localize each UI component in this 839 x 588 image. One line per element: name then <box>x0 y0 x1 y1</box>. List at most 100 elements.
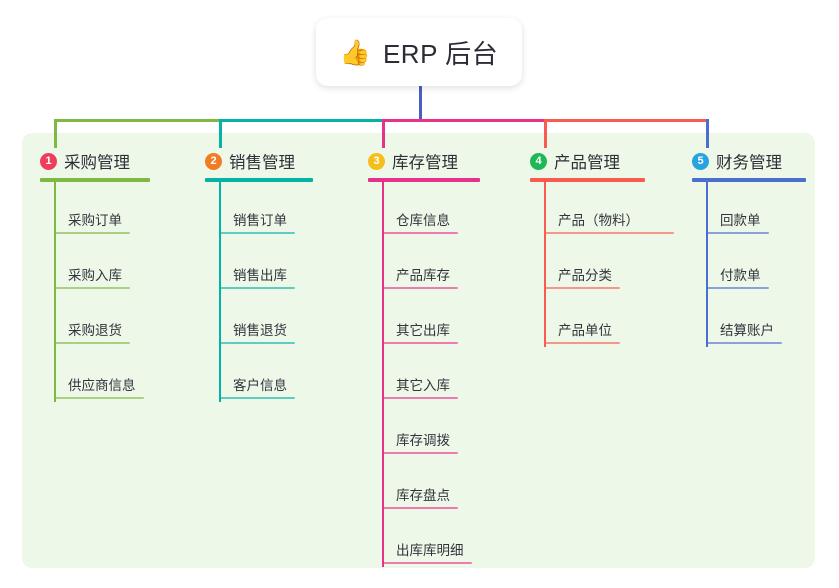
branch-title: 库存管理 <box>392 154 458 172</box>
branch-item-list: 销售订单销售出库销售退货客户信息 <box>205 181 373 402</box>
branch-column-2: 2 销售管理销售订单销售出库销售退货客户信息 <box>205 148 373 402</box>
list-item[interactable]: 其它出库 <box>368 292 540 347</box>
list-item-label: 产品库存 <box>396 267 450 283</box>
branch-number-badge: 2 <box>205 152 222 170</box>
branch-number-badge: 1 <box>40 152 57 170</box>
branch-underline <box>368 178 480 182</box>
connector-segment <box>544 119 709 122</box>
list-item-underline <box>54 286 130 289</box>
list-item[interactable]: 产品（物料） <box>530 182 705 237</box>
branch-title: 采购管理 <box>64 154 130 172</box>
branch-vertical-stem <box>54 181 56 402</box>
list-item[interactable]: 采购入库 <box>40 237 210 292</box>
list-item-underline <box>544 341 620 344</box>
branch-title: 财务管理 <box>716 154 782 172</box>
list-item-label: 库存调拨 <box>396 432 450 448</box>
branch-item-list: 回款单付款单结算账户 <box>692 181 839 347</box>
branches-panel <box>22 133 815 568</box>
list-item-underline <box>382 341 458 344</box>
list-item-underline <box>54 341 130 344</box>
list-item-underline <box>382 451 458 454</box>
list-item-label: 其它入库 <box>396 377 450 393</box>
list-item[interactable]: 结算账户 <box>692 292 839 347</box>
list-item[interactable]: 供应商信息 <box>40 347 210 402</box>
branch-vertical-stem <box>382 181 384 567</box>
list-item-underline <box>219 396 295 399</box>
list-item-label: 销售退货 <box>233 322 287 338</box>
list-item[interactable]: 产品库存 <box>368 237 540 292</box>
list-item[interactable]: 仓库信息 <box>368 182 540 237</box>
list-item[interactable]: 付款单 <box>692 237 839 292</box>
list-item[interactable]: 出库库明细 <box>368 512 540 567</box>
list-item[interactable]: 销售订单 <box>205 182 373 237</box>
branch-item-list: 采购订单采购入库采购退货供应商信息 <box>40 181 210 402</box>
branch-underline <box>530 178 645 182</box>
branch-vertical-stem <box>544 181 546 347</box>
thumbs-up-emoji: 👍 <box>339 37 371 67</box>
list-item[interactable]: 库存调拨 <box>368 402 540 457</box>
list-item-label: 采购退货 <box>68 322 122 338</box>
list-item-label: 其它出库 <box>396 322 450 338</box>
list-item-label: 仓库信息 <box>396 212 450 228</box>
list-item-underline <box>219 231 295 234</box>
branch-column-5: 5 财务管理回款单付款单结算账户 <box>692 148 839 347</box>
list-item[interactable]: 产品单位 <box>530 292 705 347</box>
root-node-title: ERP 后台 <box>382 38 499 69</box>
branch-column-1: 1 采购管理采购订单采购入库采购退货供应商信息 <box>40 148 210 402</box>
list-item-label: 销售订单 <box>233 212 287 228</box>
list-item-underline <box>544 286 620 289</box>
list-item-underline <box>219 341 295 344</box>
list-item[interactable]: 销售退货 <box>205 292 373 347</box>
branch-header-5[interactable]: 5 财务管理 <box>692 148 839 174</box>
list-item-label: 付款单 <box>720 267 761 283</box>
list-item[interactable]: 库存盘点 <box>368 457 540 512</box>
list-item-underline <box>382 396 458 399</box>
list-item-label: 产品单位 <box>558 322 612 338</box>
root-node[interactable]: 👍 ERP 后台 <box>316 18 522 86</box>
branch-underline <box>692 178 806 182</box>
list-item-label: 出库库明细 <box>396 542 464 558</box>
list-item[interactable]: 回款单 <box>692 182 839 237</box>
list-item-underline <box>382 286 458 289</box>
list-item-label: 结算账户 <box>720 322 774 338</box>
branch-header-2[interactable]: 2 销售管理 <box>205 148 373 174</box>
list-item[interactable]: 客户信息 <box>205 347 373 402</box>
branch-item-list: 仓库信息产品库存其它出库其它入库库存调拨库存盘点出库库明细 <box>368 181 540 567</box>
branch-vertical-stem <box>219 181 221 402</box>
list-item[interactable]: 采购退货 <box>40 292 210 347</box>
root-connector-stem <box>419 86 422 122</box>
branch-title: 销售管理 <box>229 154 295 172</box>
branch-drop-line <box>54 119 57 148</box>
branch-number-badge: 3 <box>368 152 385 170</box>
branch-header-1[interactable]: 1 采购管理 <box>40 148 210 174</box>
list-item-underline <box>54 396 144 399</box>
branch-drop-line <box>544 119 547 148</box>
list-item-label: 采购订单 <box>68 212 122 228</box>
branch-title: 产品管理 <box>554 154 620 172</box>
branch-drop-line <box>219 119 222 148</box>
list-item[interactable]: 采购订单 <box>40 182 210 237</box>
list-item[interactable]: 销售出库 <box>205 237 373 292</box>
branch-drop-line <box>382 119 385 148</box>
list-item-underline <box>544 231 674 234</box>
branch-column-3: 3 库存管理仓库信息产品库存其它出库其它入库库存调拨库存盘点出库库明细 <box>368 148 540 567</box>
list-item-underline <box>382 561 472 564</box>
branch-item-list: 产品（物料） 产品分类产品单位 <box>530 181 705 347</box>
list-item-underline <box>706 341 782 344</box>
connector-segment <box>382 119 547 122</box>
list-item[interactable]: 产品分类 <box>530 237 705 292</box>
list-item[interactable]: 其它入库 <box>368 347 540 402</box>
branch-number-badge: 5 <box>692 152 709 170</box>
list-item-underline <box>382 231 458 234</box>
list-item-label: 产品（物料） <box>558 212 639 228</box>
branch-header-3[interactable]: 3 库存管理 <box>368 148 540 174</box>
branch-vertical-stem <box>706 181 708 347</box>
list-item-underline <box>219 286 295 289</box>
list-item-label: 客户信息 <box>233 377 287 393</box>
list-item-label: 库存盘点 <box>396 487 450 503</box>
connector-segment <box>54 119 222 122</box>
list-item-label: 产品分类 <box>558 267 612 283</box>
